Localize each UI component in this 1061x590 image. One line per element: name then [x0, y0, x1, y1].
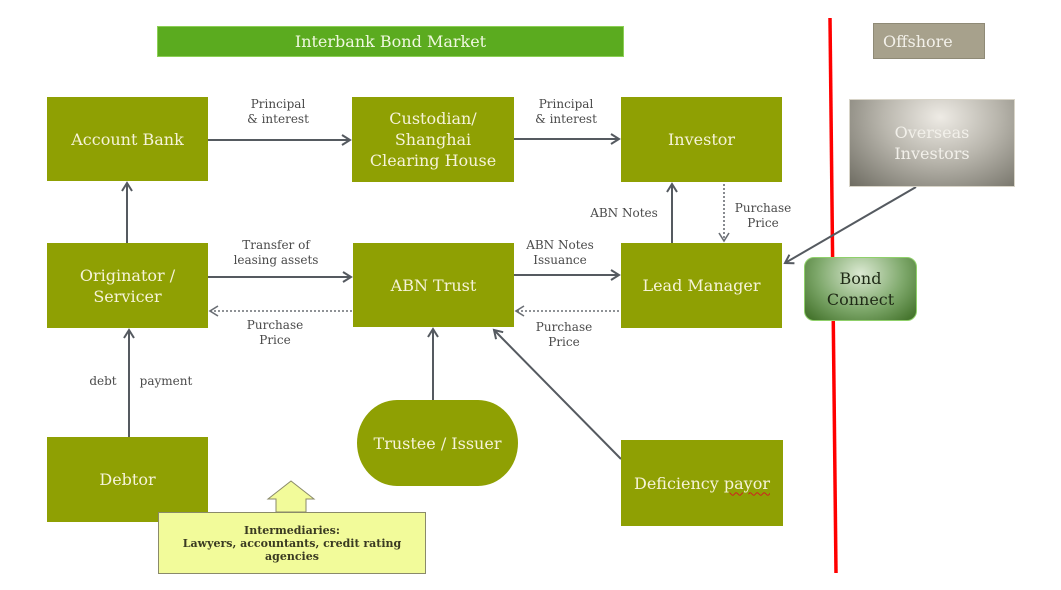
- node-investor: Investor: [621, 97, 782, 182]
- node-originator-line-2: Servicer: [93, 286, 162, 306]
- overseas-line-2: Investors: [894, 144, 970, 163]
- overseas-line-1: Overseas: [894, 123, 970, 142]
- node-lead-manager: Lead Manager: [621, 243, 782, 328]
- label-line: debt: [89, 374, 117, 388]
- offshore-label-box: Offshore: [873, 23, 985, 59]
- node-debtor-label: Debtor: [99, 470, 156, 489]
- label-line: Purchase: [246, 318, 304, 332]
- label-line: & interest: [535, 112, 597, 126]
- label-line: Price: [259, 333, 291, 347]
- label-payment: payment: [135, 374, 197, 389]
- label-line: Issuance: [533, 253, 587, 267]
- label-originator-to-trust: Transfer of leasing assets: [226, 238, 326, 268]
- label-line: ABN Notes: [526, 238, 594, 252]
- node-overseas-investors: Overseas Investors: [849, 99, 1015, 187]
- label-lead-to-trust: Purchase Price: [524, 320, 604, 350]
- label-trust-to-lead: ABN Notes Issuance: [520, 238, 600, 268]
- label-line: Purchase: [734, 201, 792, 215]
- label-line: & interest: [247, 112, 309, 126]
- label-line: Principal: [538, 97, 594, 111]
- label-bank-to-custodian: Principal & interest: [238, 97, 318, 127]
- arrow-overseas-to-lead: [783, 186, 917, 265]
- node-trustee-label: Trustee / Issuer: [373, 433, 502, 453]
- node-lead-manager-label: Lead Manager: [642, 276, 761, 295]
- node-investor-label: Investor: [667, 130, 736, 149]
- bond-connect-line-1: Bond: [839, 269, 882, 288]
- label-line: Transfer of: [242, 238, 310, 252]
- label-custodian-to-investor: Principal & interest: [526, 97, 606, 127]
- node-custodian-line-3: Clearing House: [369, 151, 497, 170]
- node-custodian-line-1: Custodian/: [389, 109, 477, 128]
- node-deficiency-label: Deficiency payor: [634, 473, 770, 494]
- node-account-bank-label: Account Bank: [71, 129, 184, 149]
- label-line: ABN Notes: [590, 206, 658, 220]
- spellcheck-flagged-word: payor: [723, 473, 770, 493]
- node-abn-trust: ABN Trust: [353, 243, 514, 327]
- offshore-label: Offshore: [883, 31, 953, 51]
- bond-connect-line-2: Connect: [826, 290, 895, 309]
- node-debtor: Debtor: [47, 437, 208, 522]
- intermediaries-line-2: agencies: [265, 549, 319, 563]
- interbank-bond-market-banner: Interbank Bond Market: [157, 26, 624, 57]
- label-lead-to-investor: ABN Notes: [584, 206, 664, 221]
- intermediaries-title: Intermediaries:: [244, 523, 340, 537]
- label-investor-to-lead: Purchase Price: [728, 201, 798, 231]
- node-originator: Originator / Servicer: [47, 243, 208, 328]
- banner-label: Interbank Bond Market: [294, 32, 487, 51]
- node-deficiency-payor: Deficiency payor: [621, 440, 783, 526]
- node-abn-trust-label: ABN Trust: [390, 275, 477, 295]
- intermediaries-callout: Intermediaries: Lawyers, accountants, cr…: [158, 512, 426, 574]
- node-bond-connect: Bond Connect: [804, 257, 917, 321]
- node-custodian: Custodian/ Shanghai Clearing House: [352, 97, 514, 182]
- intermediaries-line-1: Lawyers, accountants, credit rating: [182, 536, 402, 550]
- label-line: Principal: [250, 97, 306, 111]
- node-trustee-issuer: Trustee / Issuer: [357, 400, 518, 486]
- label-debt: debt: [83, 374, 123, 389]
- label-line: payment: [139, 374, 193, 388]
- node-custodian-line-2: Shanghai: [394, 130, 472, 149]
- intermediaries-up-arrow: [266, 480, 316, 513]
- label-line: Price: [548, 335, 580, 349]
- label-line: leasing assets: [233, 253, 319, 267]
- label-trust-to-originator: Purchase Price: [235, 318, 315, 348]
- node-originator-line-1: Originator /: [79, 265, 176, 285]
- node-account-bank: Account Bank: [47, 97, 208, 181]
- deficiency-prefix: Deficiency: [633, 473, 724, 493]
- label-line: Purchase: [535, 320, 593, 334]
- label-line: Price: [747, 216, 779, 230]
